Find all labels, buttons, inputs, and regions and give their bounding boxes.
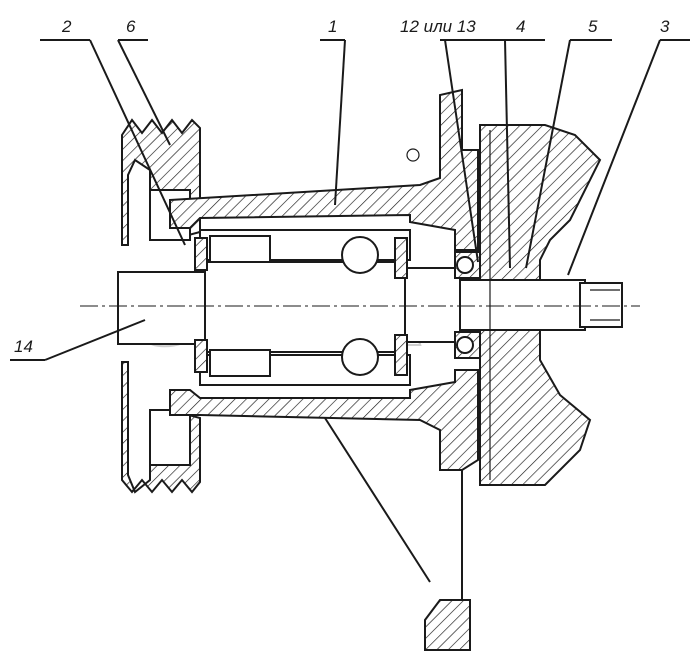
- label-4: 4: [516, 17, 525, 36]
- label-6: 6: [126, 17, 136, 36]
- label-12-or-13: 12 или 13: [400, 17, 476, 36]
- shaft: [117, 261, 623, 353]
- label-3: 3: [660, 17, 670, 36]
- label-1: 1: [328, 17, 337, 36]
- label-14: 14: [14, 337, 33, 356]
- bearing-assembly: [194, 235, 408, 377]
- marker-circle: [406, 148, 420, 162]
- label-5: 5: [588, 17, 598, 36]
- label-2: 2: [61, 17, 72, 36]
- leader-lines: [10, 39, 690, 583]
